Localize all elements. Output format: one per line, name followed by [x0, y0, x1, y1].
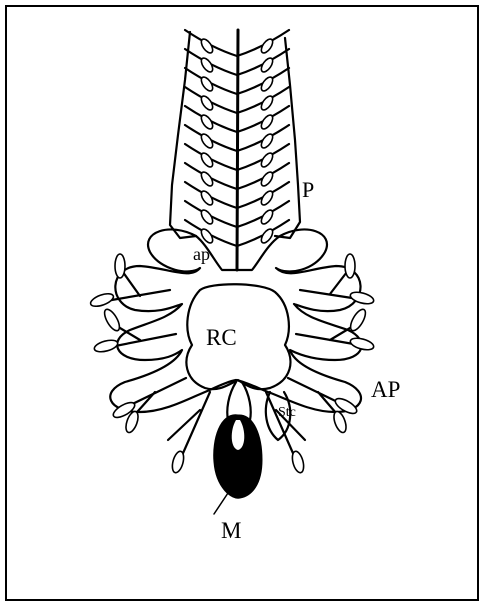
- branch-left-3: [120, 378, 186, 420]
- m-tube: [227, 382, 250, 420]
- lower-limb-left: [168, 392, 210, 460]
- label-ap: ap: [193, 245, 210, 263]
- rc-cavity: [186, 284, 290, 389]
- lower-limb-right: [266, 392, 305, 460]
- label-rc: RC: [206, 326, 237, 349]
- label-p: P: [302, 179, 314, 201]
- label-m: M: [221, 519, 241, 542]
- p-left-contour: [170, 32, 196, 238]
- label-stc: Stc: [278, 406, 296, 420]
- label-ap-upper: AP: [371, 378, 400, 401]
